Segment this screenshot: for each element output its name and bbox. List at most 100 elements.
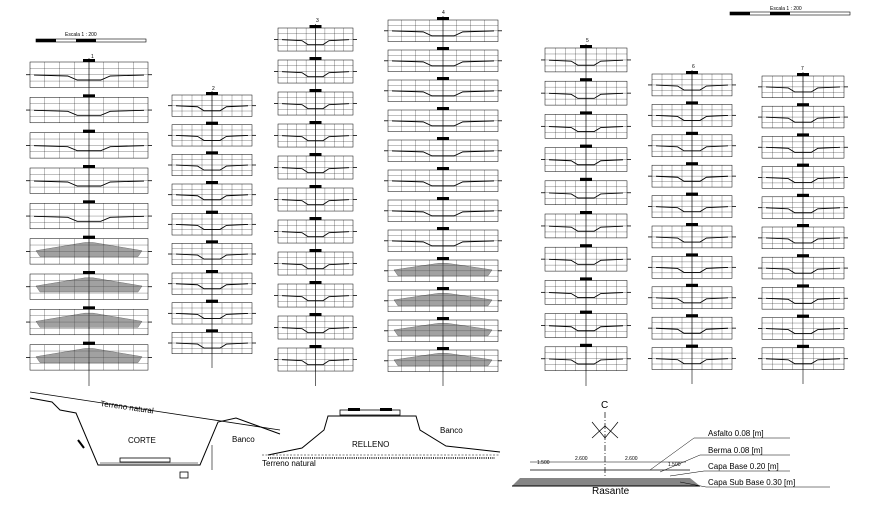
corte-title: CORTE <box>128 436 156 445</box>
cross-section <box>384 17 502 42</box>
cross-section <box>26 341 152 371</box>
cross-section <box>274 57 357 84</box>
scale-left: Escala 1 : 200 <box>35 32 147 43</box>
dim-3: 2.600 <box>625 456 638 462</box>
corte-section: Terreno natural CORTE Banco <box>29 391 281 479</box>
cross-section <box>384 347 502 372</box>
dim-1: 1.500 <box>537 460 550 466</box>
cross-section <box>384 317 502 342</box>
relleno-title: RELLENO <box>352 440 389 449</box>
cross-section <box>384 107 502 132</box>
column-headers: 1 2 3 4 5 6 7 <box>91 10 804 92</box>
cross-section <box>384 227 502 252</box>
cross-section <box>168 240 256 265</box>
cross-section <box>26 306 152 336</box>
column-label-4: 4 <box>442 10 445 16</box>
cross-section <box>648 344 736 370</box>
column-label-2: 2 <box>212 86 215 92</box>
rasante-label: Rasante <box>592 486 630 497</box>
cross-section <box>168 121 256 147</box>
section-column-4 <box>384 16 502 386</box>
cross-section <box>168 181 256 206</box>
corte-terrain-label: Terreno natural <box>100 399 155 415</box>
cross-section <box>26 200 152 230</box>
cross-section <box>758 284 848 310</box>
relleno-terrain-label: Terreno natural <box>262 459 316 468</box>
section-column-7 <box>758 72 848 384</box>
relleno-banco-label: Banco <box>440 426 463 435</box>
axis-label: C <box>601 400 608 411</box>
cross-section <box>384 257 502 282</box>
cross-section <box>384 287 502 312</box>
cross-section <box>26 129 152 159</box>
cross-section <box>274 313 357 340</box>
cross-section <box>758 163 848 189</box>
cross-section <box>384 167 502 192</box>
cross-section <box>648 162 736 188</box>
cross-section <box>758 254 848 280</box>
section-column-2 <box>168 91 256 368</box>
cross-section <box>541 177 631 205</box>
cross-section <box>541 310 631 338</box>
cross-section <box>541 244 631 272</box>
corte-banco-label: Banco <box>232 435 255 444</box>
cross-section <box>648 71 736 97</box>
cross-section <box>648 192 736 218</box>
cross-section <box>26 94 152 124</box>
cross-section <box>541 144 631 172</box>
scale-label-left: Escala 1 : 200 <box>65 32 97 38</box>
column-label-6: 6 <box>692 64 695 70</box>
cross-section <box>384 47 502 72</box>
scale-right: Escala 1 : 200 <box>729 6 851 16</box>
cross-section <box>648 253 736 279</box>
layer-berma: Berma 0.08 [m] <box>708 446 763 455</box>
section-column-5 <box>541 44 631 386</box>
cross-section <box>758 314 848 340</box>
section-column-3 <box>274 24 357 386</box>
cross-section <box>274 185 357 212</box>
cross-section <box>758 133 848 159</box>
cross-section <box>541 45 631 73</box>
cross-section <box>274 217 357 244</box>
cross-section <box>758 224 848 249</box>
section-column-6 <box>648 70 736 384</box>
cross-section <box>384 197 502 222</box>
cross-section <box>274 121 357 148</box>
column-label-1: 1 <box>91 54 94 60</box>
cross-section <box>168 151 256 176</box>
cross-section <box>26 165 152 194</box>
cross-section <box>541 343 631 371</box>
cross-section <box>648 101 736 127</box>
cross-section <box>274 89 357 116</box>
cross-section <box>274 153 357 180</box>
cross-section <box>168 210 256 236</box>
layer-asfalto: Asfalto 0.08 [m] <box>708 429 764 438</box>
pavement-section: C 1.500 2.600 2.600 1.500 Rasante Asfalt… <box>512 400 830 497</box>
scale-label-right: Escala 1 : 200 <box>770 6 802 12</box>
cross-section <box>168 270 256 295</box>
cross-section <box>648 283 736 309</box>
cross-section <box>168 329 256 354</box>
column-label-3: 3 <box>316 18 319 24</box>
cross-section <box>26 235 152 265</box>
layer-callouts: Asfalto 0.08 [m] Berma 0.08 [m] Capa Bas… <box>649 429 830 488</box>
cross-section <box>168 92 256 117</box>
relleno-section: RELLENO Banco Terreno natural <box>262 408 501 468</box>
cross-section <box>648 223 736 249</box>
cross-section <box>541 277 631 305</box>
cross-section <box>648 314 736 340</box>
column-label-7: 7 <box>801 66 804 72</box>
cross-section <box>648 131 736 157</box>
cross-section <box>758 344 848 370</box>
column-label-5: 5 <box>586 38 589 44</box>
cross-section <box>758 193 848 219</box>
section-column-1 <box>26 58 152 386</box>
cross-section <box>384 137 502 162</box>
cross-section <box>274 345 357 372</box>
cross-section <box>274 25 357 52</box>
cross-section <box>26 271 152 300</box>
cross-section <box>758 103 848 129</box>
cross-section <box>541 111 631 139</box>
cross-section <box>384 77 502 102</box>
